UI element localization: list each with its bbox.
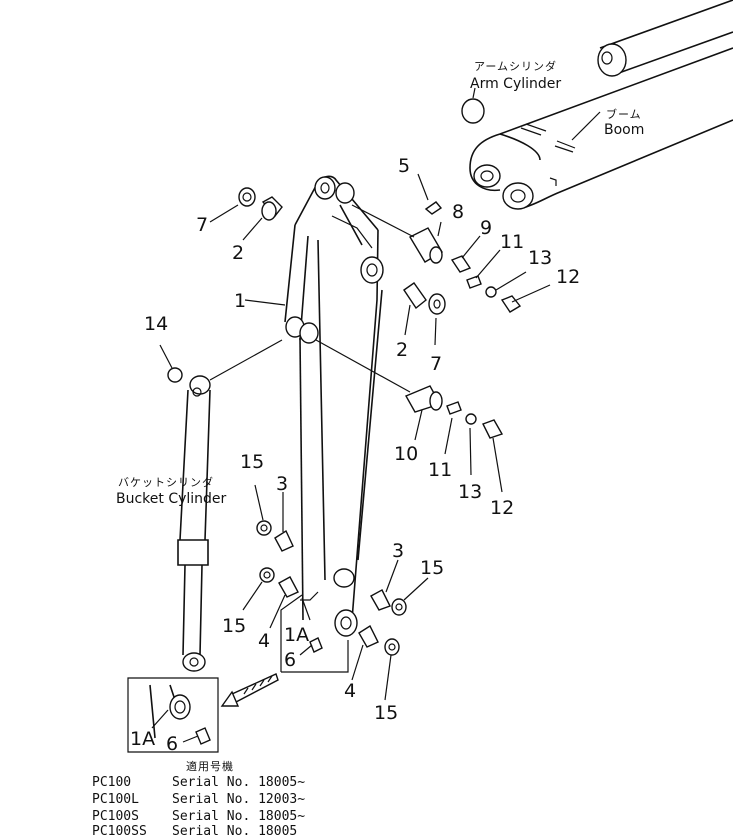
serial-text: Serial No. 18005 [172,824,297,837]
boom-label: Boom [604,122,644,138]
callout-13: 13 [528,247,552,269]
callout-1A-a: 1A [284,624,309,646]
callout-8: 8 [452,201,464,223]
callout-4b: 4 [344,680,356,702]
arm-cylinder [461,0,733,124]
arm-cylinder-jp-label: アームシリンダ [474,59,557,73]
callout-14: 14 [144,313,168,335]
serial-text: Serial No. 18005~ [172,775,305,790]
callout-13b: 13 [458,481,482,503]
callout-6a: 6 [284,649,296,671]
serial-text: Serial No. 12003~ [172,792,305,807]
boom [469,47,733,210]
callout-10: 10 [394,443,418,465]
serial-model: PC100L [92,792,139,807]
callout-4a: 4 [258,630,270,652]
callout-1: 1 [234,290,246,312]
captions: アームシリンダ Arm Cylinder ブーム Boom バケットシリンダ B… [116,59,644,507]
callout-1A-b: 1A [130,728,155,750]
callout-9: 9 [480,217,492,239]
bucket-cylinder-jp-label: バケットシリンダ [118,475,214,489]
callout-15d: 15 [374,702,398,724]
boom-jp-label: ブーム [606,107,642,121]
callout-12b: 12 [490,497,514,519]
callout-7: 7 [196,214,208,236]
serial-model: PC100 [92,775,131,790]
callout-7b: 7 [430,353,442,375]
callout-2b: 2 [396,339,408,361]
callout-11: 11 [500,231,524,253]
callout-15a: 15 [240,451,264,473]
arm-body [284,175,384,637]
callout-2: 2 [232,242,244,264]
callout-3a: 3 [276,473,288,495]
callout-3b: 3 [392,540,404,562]
callout-15b: 15 [420,557,444,579]
callouts: 7 2 5 8 9 11 13 12 1 2 7 14 10 11 13 12 … [130,155,580,755]
serial-model: PC100S [92,809,139,824]
leader-lines [151,87,601,743]
serial-model: PC100SS [92,824,147,837]
bucket-cylinder-label: Bucket Cylinder [116,491,227,507]
detail-inset [127,594,349,753]
serial-text: Serial No. 18005~ [172,809,305,824]
parts [167,187,522,656]
callout-12: 12 [556,266,580,288]
callout-15c: 15 [222,615,246,637]
serial-heading: 適用号機 [186,759,234,773]
arm-cylinder-label: Arm Cylinder [470,76,561,92]
callout-11b: 11 [428,459,452,481]
callout-5: 5 [398,155,410,177]
bucket-cylinder [177,375,211,672]
callout-6b: 6 [166,733,178,755]
serial-table: 適用号機 PC100 Serial No. 18005~ PC100L Seri… [92,759,305,837]
